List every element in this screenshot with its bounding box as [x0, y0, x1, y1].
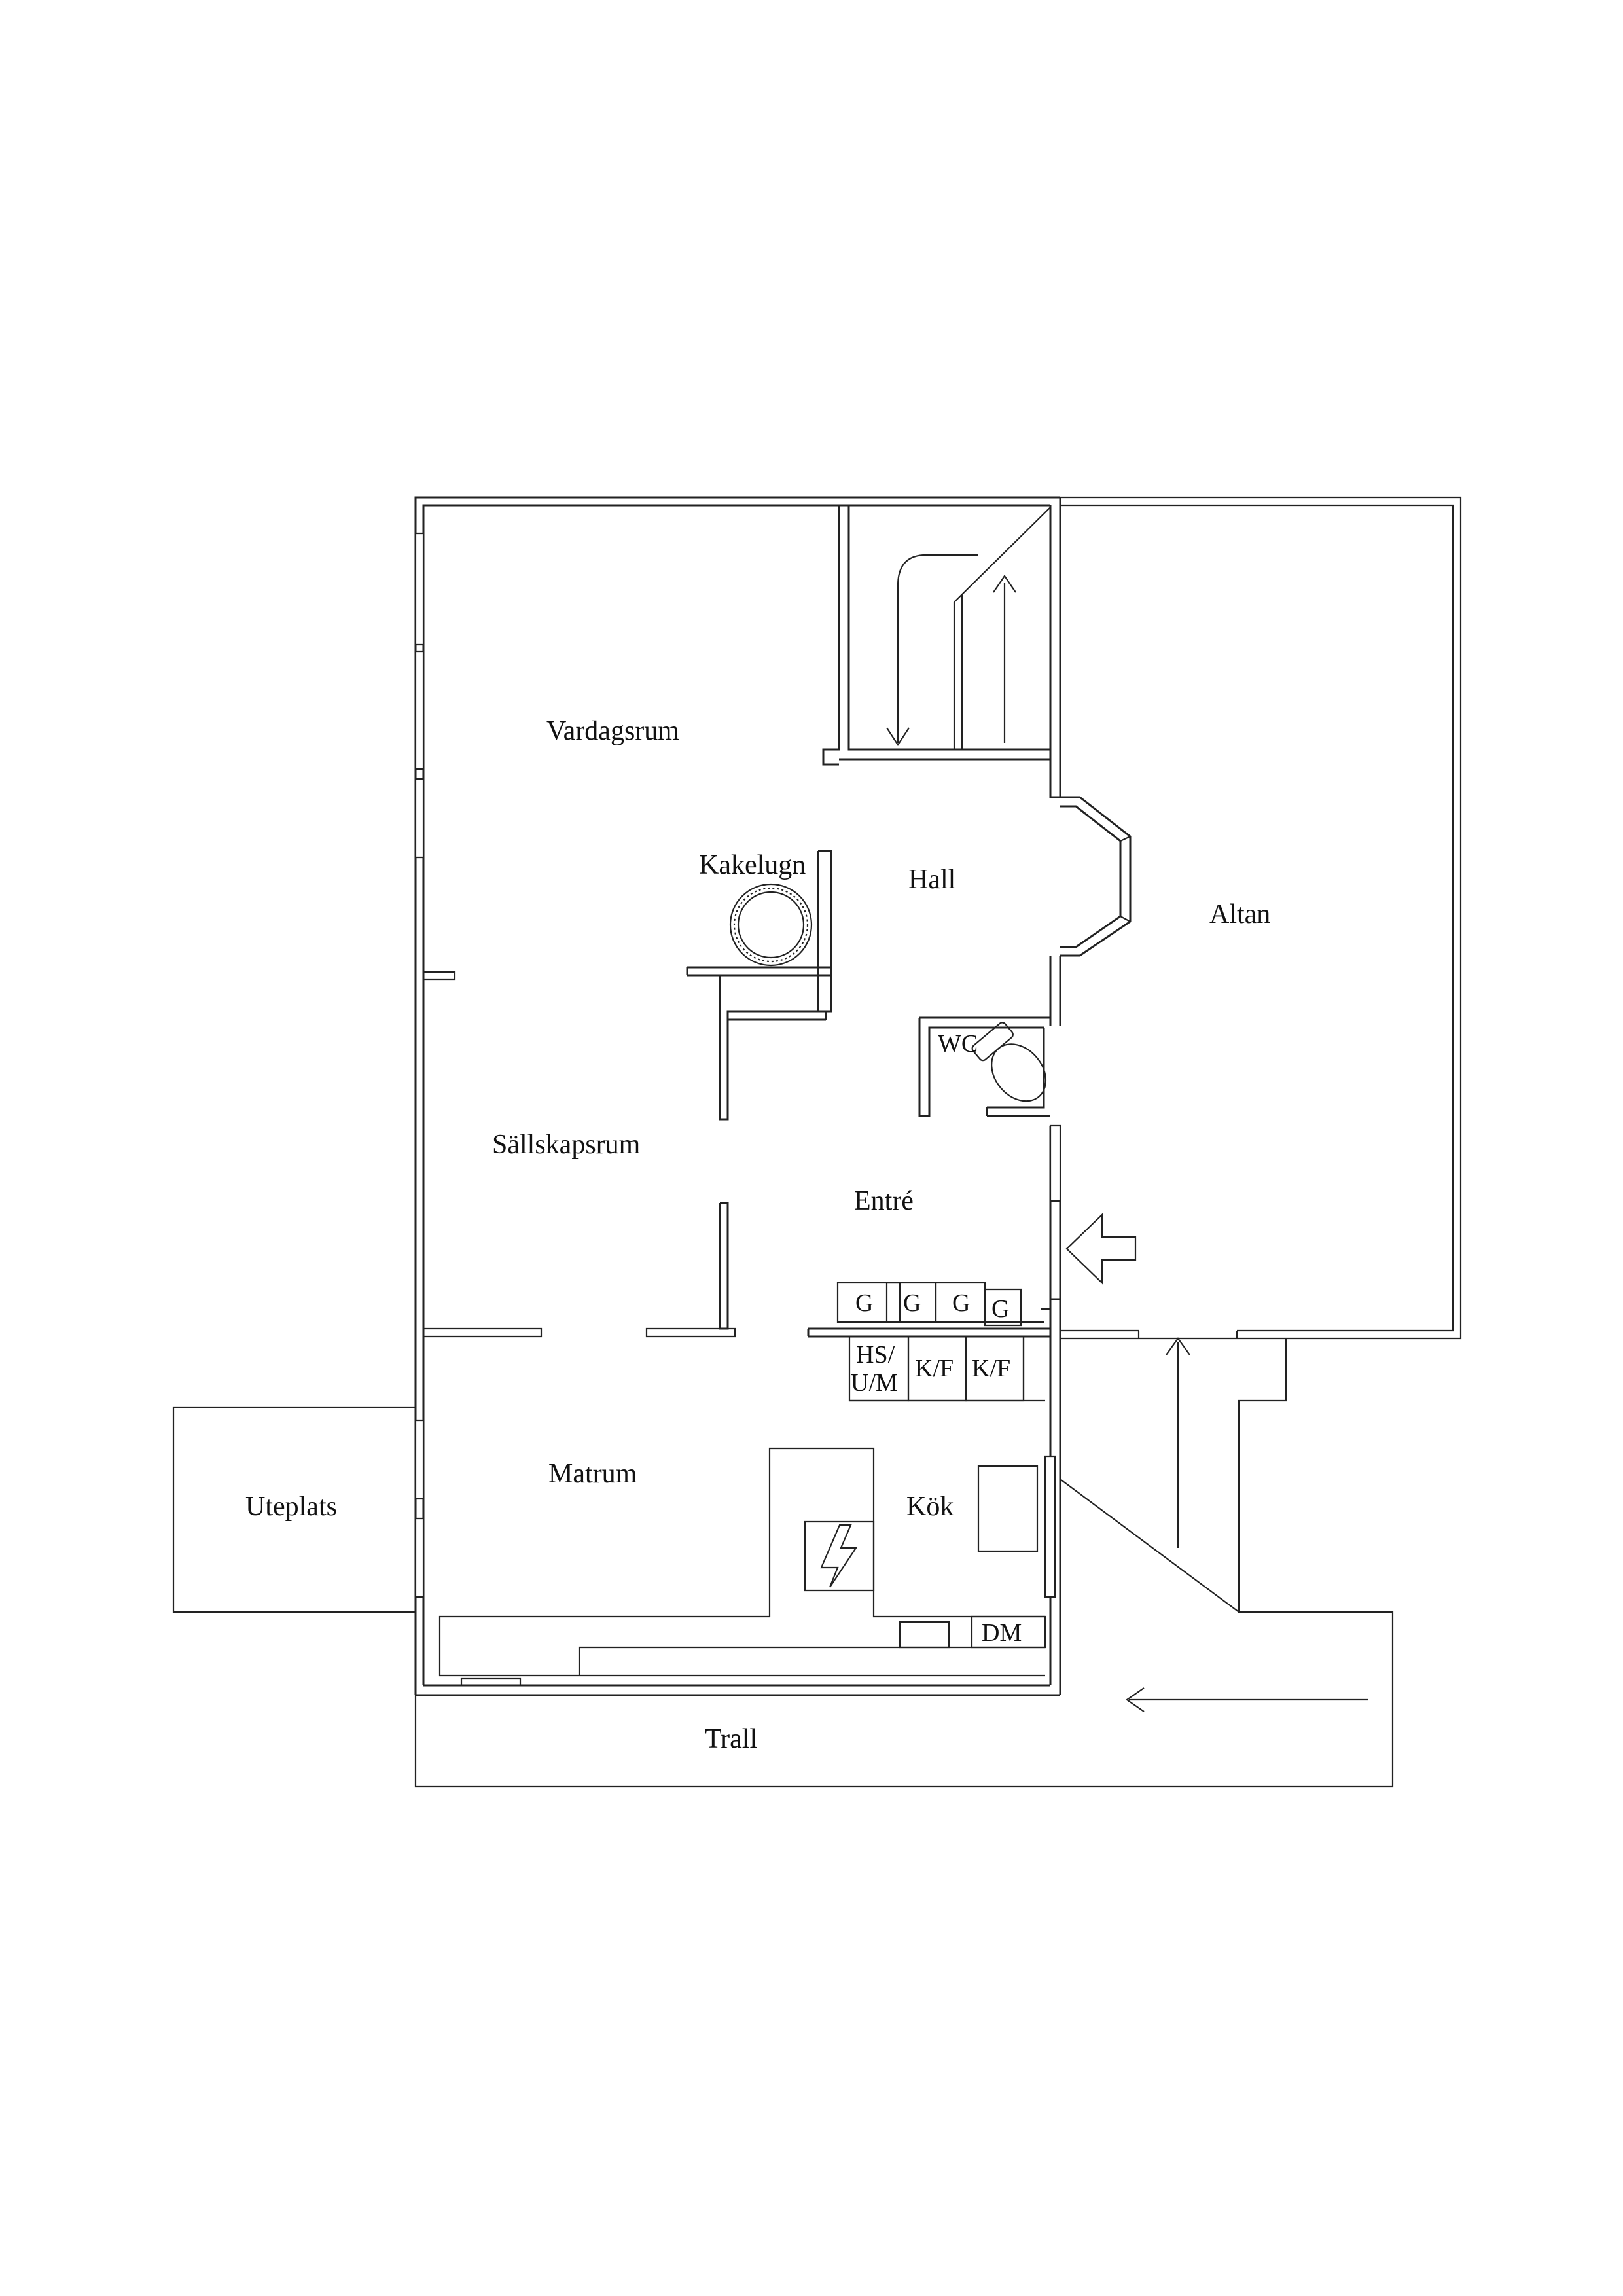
kakelugn-stove	[730, 884, 812, 965]
outer-walls	[416, 497, 1130, 1695]
entrance-arrows	[1067, 1215, 1368, 1712]
room-label-uteplats: Uteplats	[245, 1492, 337, 1522]
appliance-label-um: U/M	[851, 1369, 898, 1397]
appliance-label-kf: K/F	[915, 1355, 954, 1382]
room-labels: Vardagsrum Kakelugn Hall Altan WC Sällsk…	[245, 716, 1270, 1754]
interior-walls	[423, 851, 1060, 1597]
cabinet-label-g: G	[855, 1289, 873, 1317]
room-label-trall: Trall	[705, 1724, 757, 1754]
room-label-matrum: Matrum	[548, 1459, 637, 1489]
fixture-labels: G G G G HS/ U/M K/F K/F DM	[851, 1289, 1022, 1647]
room-label-sallskapsrum: Sällskapsrum	[492, 1130, 641, 1160]
room-label-vardagsrum: Vardagsrum	[546, 716, 679, 746]
room-label-kok: Kök	[906, 1492, 954, 1522]
staircase	[823, 505, 1050, 764]
appliance-label-dm: DM	[982, 1619, 1022, 1647]
cabinet-label-g: G	[991, 1295, 1009, 1323]
exterior	[173, 1338, 1393, 1787]
appliance-label-hs: HS/	[856, 1341, 895, 1369]
room-label-hall: Hall	[908, 865, 955, 895]
room-label-wc: WC	[938, 1030, 978, 1058]
kitchen-counters	[440, 1283, 1045, 1685]
entrance-arrow-icon	[1067, 1215, 1135, 1283]
appliance-label-kf: K/F	[972, 1355, 1010, 1382]
room-label-kakelugn: Kakelugn	[699, 850, 806, 880]
toilet	[969, 1019, 1047, 1102]
altan-outline	[1060, 497, 1461, 1338]
cabinet-label-g: G	[952, 1289, 970, 1317]
cabinet-label-g: G	[903, 1289, 921, 1317]
room-label-entre: Entré	[854, 1186, 914, 1216]
room-label-altan: Altan	[1209, 899, 1270, 929]
